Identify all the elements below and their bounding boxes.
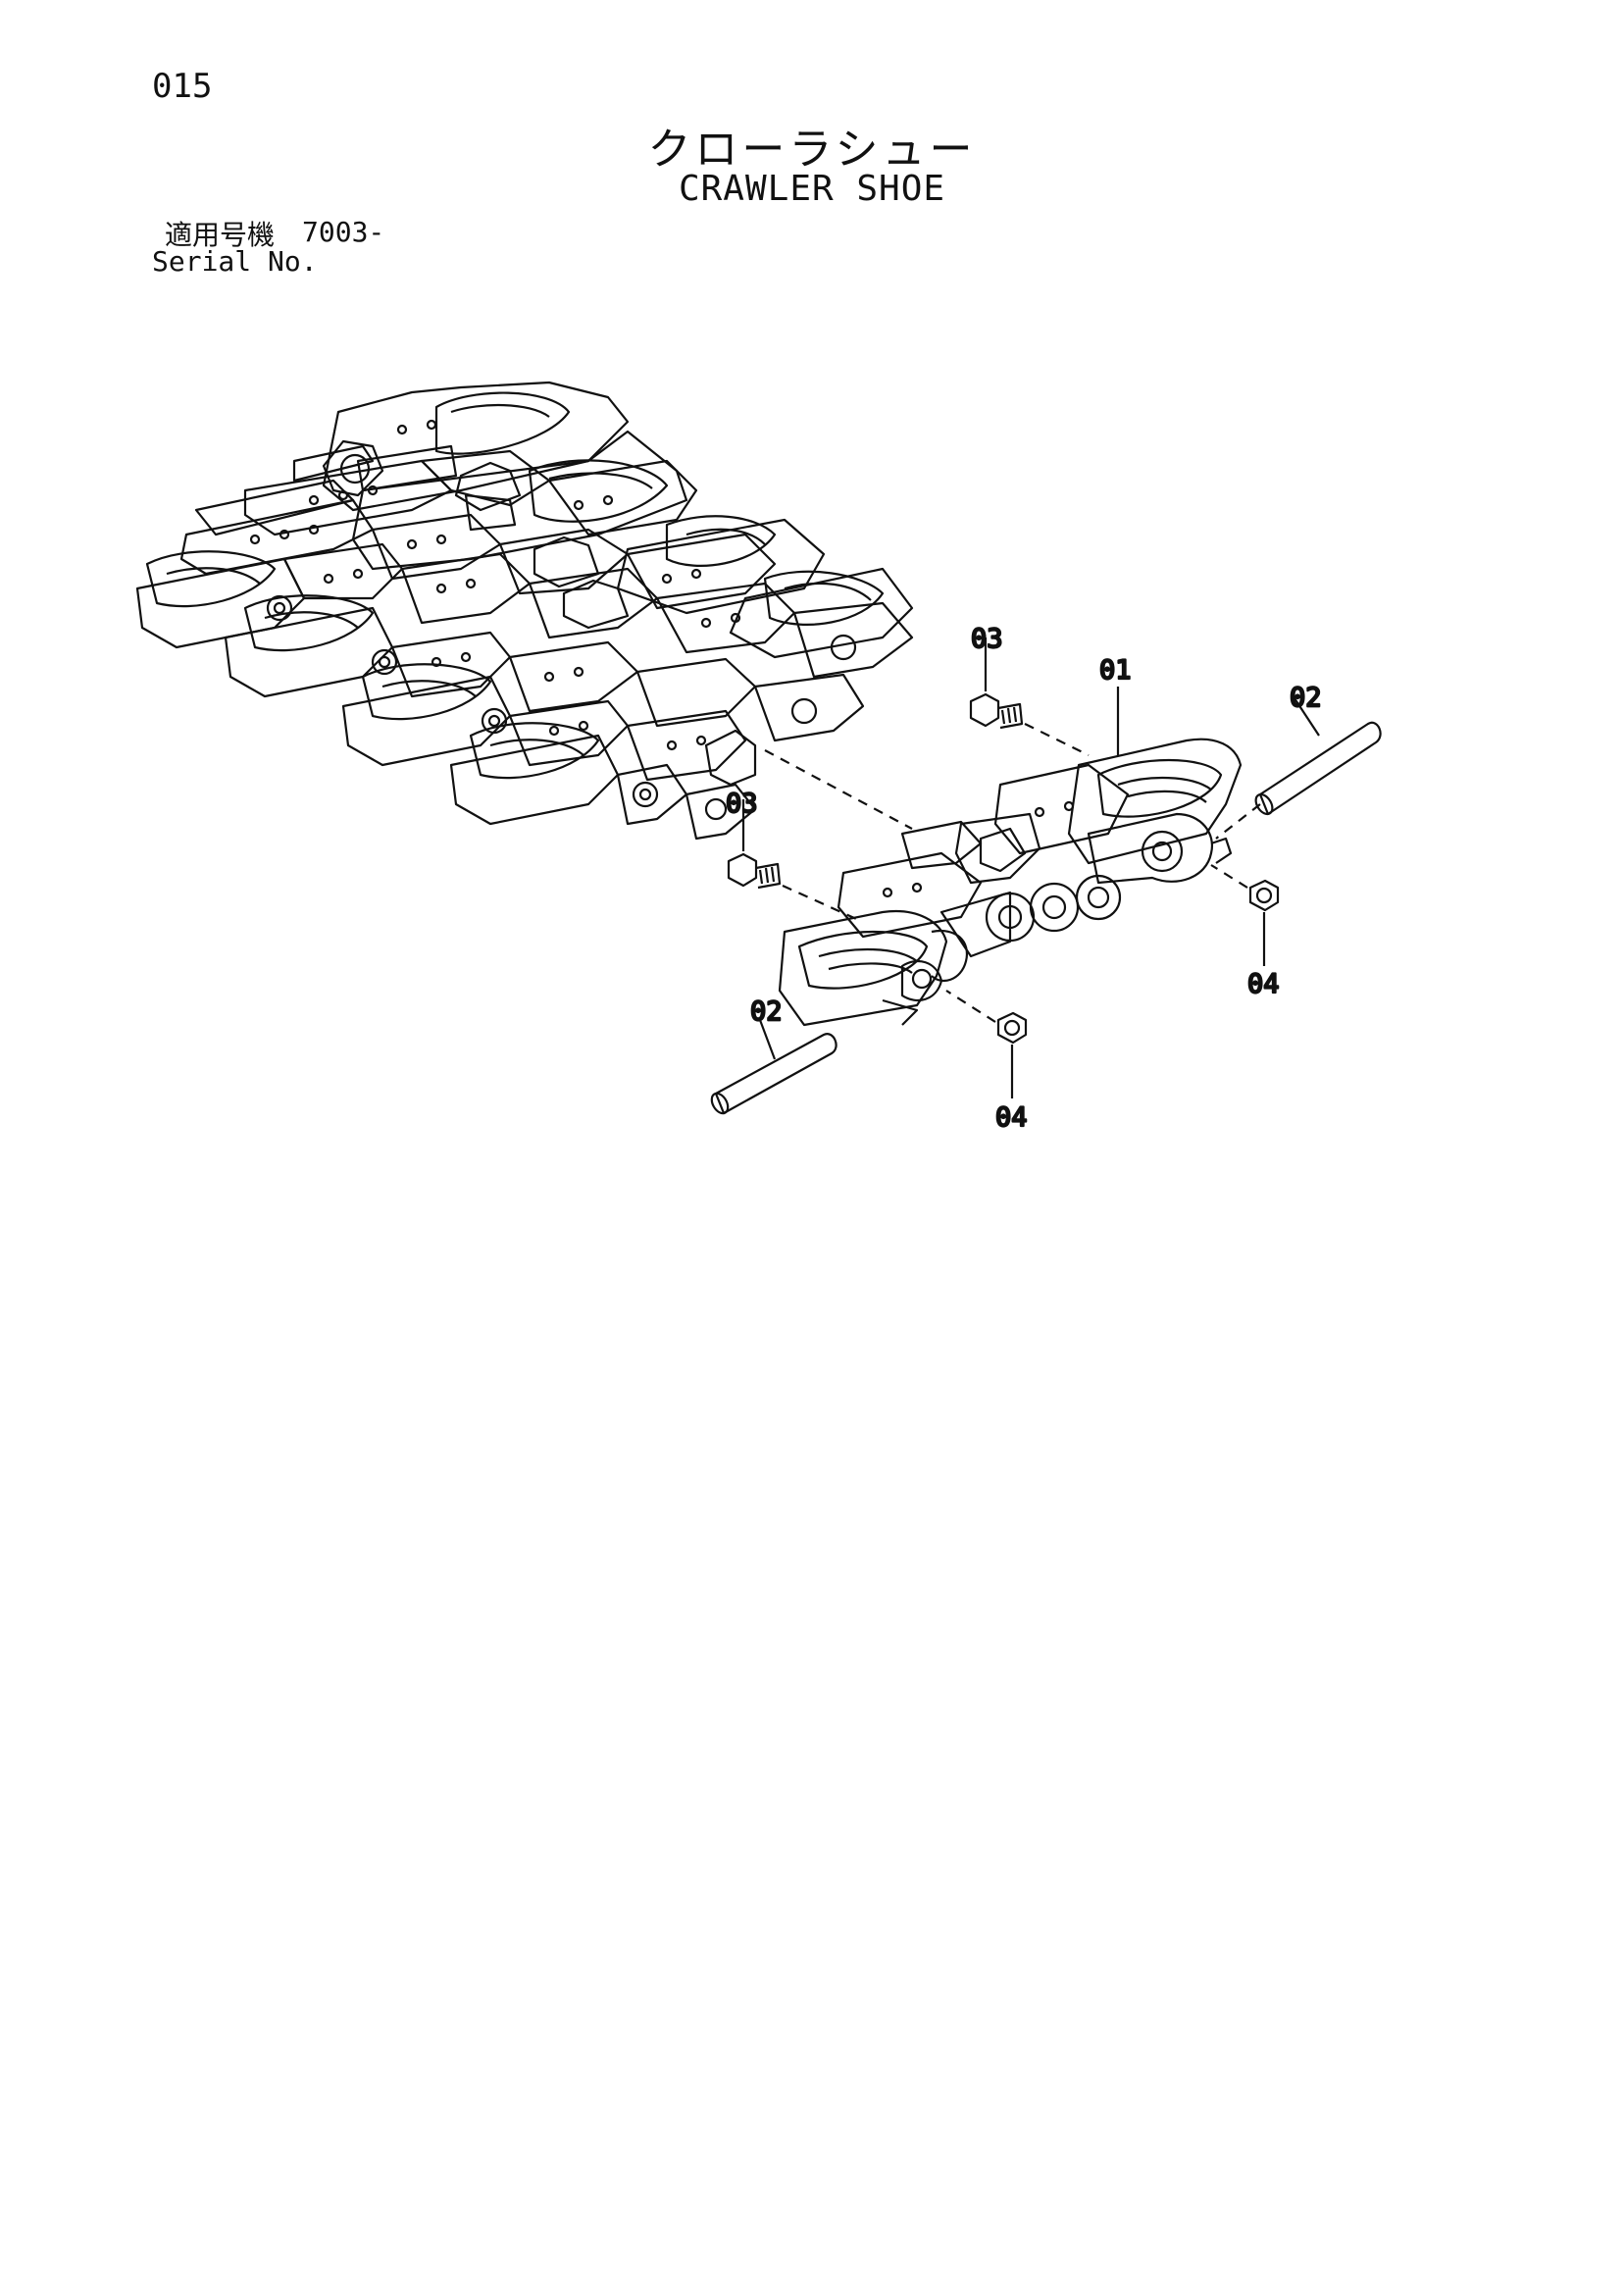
bolt-03-lower: [727, 799, 864, 924]
track-shoe-row-2: [243, 444, 826, 615]
assembled-track-illustration: [135, 381, 914, 841]
exploded-link-assembly: [778, 738, 1243, 1027]
track-shoe-row-7: [449, 707, 757, 841]
serial-number-value: 7003-: [302, 216, 385, 248]
track-shoe-row-4: [135, 542, 914, 679]
pin-02-right: [1215, 697, 1382, 840]
serial-label-japanese: 適用号機: [165, 219, 276, 251]
track-shoe-row-6: [341, 648, 757, 787]
callout-label-02-left: 02: [750, 996, 783, 1027]
callout-label-03-lower: 03: [726, 789, 758, 819]
page-number: 015: [152, 67, 213, 106]
bolt-03-upper: [969, 638, 1090, 756]
track-shoe-01: [1067, 738, 1243, 865]
track-shoe-row-5: [224, 594, 865, 742]
track-shoe-front: [778, 909, 948, 1027]
page-title-japanese: クローラシュー: [647, 125, 977, 175]
pin-02-left: [710, 1019, 837, 1115]
callout-label-04-lower: 04: [995, 1102, 1028, 1133]
callout-label-02-right: 02: [1290, 683, 1322, 713]
callout-label-03-upper: 03: [971, 624, 1003, 654]
nut-04-right: [1210, 864, 1280, 966]
callout-label-04-right: 04: [1247, 969, 1280, 999]
serial-label: Serial No.: [152, 245, 318, 278]
assembly-leader-line: [764, 749, 913, 830]
callout-label-01: 01: [1099, 655, 1132, 686]
nut-04-lower: [945, 990, 1028, 1098]
page-title: CRAWLER SHOE: [678, 169, 946, 209]
